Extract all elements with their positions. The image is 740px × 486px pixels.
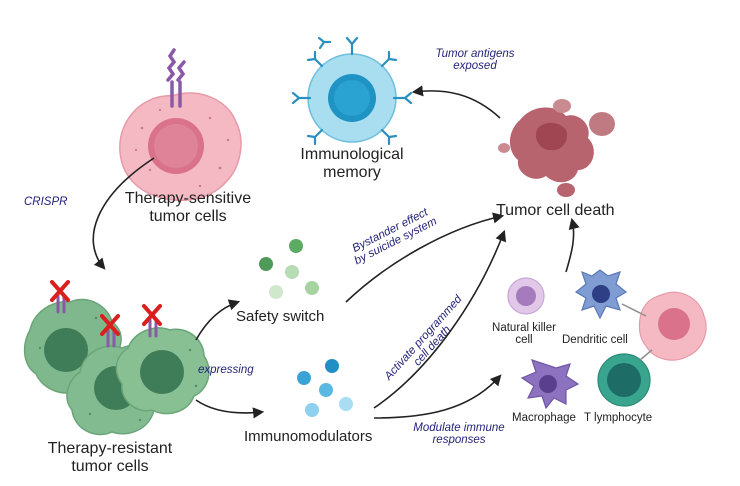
dendritic-cell-label: Dendritic cell <box>562 334 628 346</box>
therapy-sensitive-cell <box>119 48 242 201</box>
immunological-memory-label: Immunological memory <box>292 146 412 182</box>
knockout-x-icon <box>50 280 162 336</box>
therapy-sensitive-label-line2: tumor cells <box>149 208 227 225</box>
crispr-annotation: CRISPR <box>24 196 68 208</box>
tumor-antigens-annotation: Tumor antigens exposed <box>420 48 530 72</box>
modulate-line1: Modulate immune <box>413 422 505 434</box>
therapy-resistant-label: Therapy-resistant tumor cells <box>40 440 180 476</box>
antibody-icon <box>291 36 413 146</box>
receptor-icon <box>166 48 186 108</box>
natural-killer-cell <box>507 277 545 315</box>
dendritic-cell <box>574 269 628 320</box>
receptor-icon <box>56 294 158 348</box>
macrophage <box>520 359 580 410</box>
t-lymphocyte-label: T lymphocyte <box>584 412 653 424</box>
tumor-antigens-line2: exposed <box>453 60 497 72</box>
therapy-sensitive-label: Therapy-sensitive tumor cells <box>118 190 258 226</box>
safety-switch-beads <box>259 239 319 299</box>
natural-killer-label: Natural killer cell <box>484 322 564 346</box>
immunological-memory-label-line2: memory <box>323 164 381 181</box>
modulate-annotation: Modulate immune responses <box>404 422 514 446</box>
natural-killer-label-line1: Natural killer <box>492 322 556 334</box>
natural-killer-label-line2: cell <box>515 334 533 346</box>
target-tumor-cell <box>638 291 707 361</box>
therapy-resistant-label-line2: tumor cells <box>71 458 149 475</box>
therapy-sensitive-label-line1: Therapy-sensitive <box>124 190 252 207</box>
expressing-annotation: expressing <box>198 364 254 376</box>
therapy-resistant-cells <box>23 280 210 436</box>
dead-tumor-cell <box>498 99 615 197</box>
t-lymphocyte <box>597 353 651 407</box>
tumor-antigens-line1: Tumor antigens <box>435 48 515 60</box>
immunomodulators-label: Immunomodulators <box>244 428 373 445</box>
immunomodulator-beads <box>297 359 353 417</box>
tumor-cell-death-label: Tumor cell death <box>496 202 615 219</box>
arrow-icon <box>92 85 580 419</box>
immunological-memory-label-line1: Immunological <box>300 146 404 163</box>
safety-switch-label: Safety switch <box>236 308 325 325</box>
memory-cell <box>291 36 413 146</box>
macrophage-label: Macrophage <box>512 412 576 424</box>
therapy-resistant-label-line1: Therapy-resistant <box>47 440 173 457</box>
modulate-line2: responses <box>432 434 486 446</box>
